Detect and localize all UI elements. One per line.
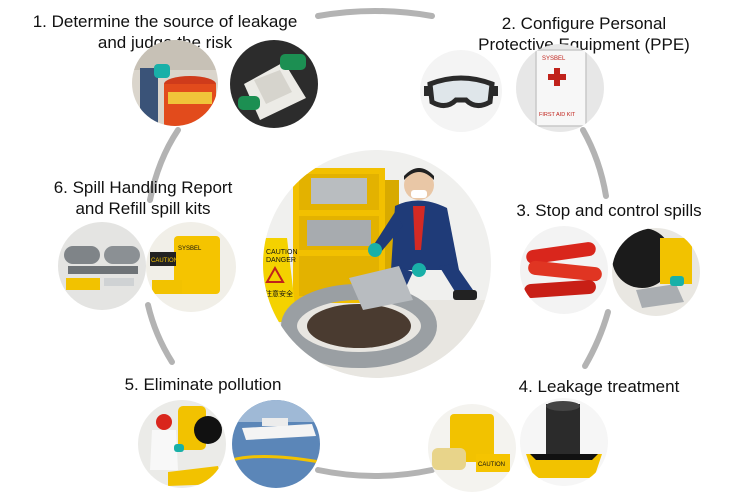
step-5-photo-ocean-ship [232, 400, 320, 488]
step-3-label: 3. Stop and control spills [498, 200, 720, 221]
step-4-photo-spill-pallet [520, 398, 608, 486]
danger-sign-cn-text: 注意安全 [265, 289, 293, 298]
step-5-photo-cleanup-worker [138, 400, 226, 488]
step-2-photo-goggles [420, 50, 502, 132]
ring-arc-right-lower [582, 309, 611, 369]
center-photo-spill-kit: CAUTION DANGER 注意安全 [263, 150, 491, 378]
step-2-title: 2. Configure Personal [501, 14, 667, 33]
ring-arc-bottom [315, 467, 435, 479]
step-3-title: 3. Stop and control spills [516, 201, 702, 220]
step-2-subtitle: Protective Equipment (PPE) [478, 35, 690, 54]
ring-arc-left-upper [147, 127, 181, 203]
step-4-title: 4. Leakage treatment [518, 377, 680, 396]
ring-arc-top [315, 8, 435, 19]
step-6-subtitle: and Refill spill kits [75, 199, 211, 218]
danger-sign-text: DANGER [266, 257, 296, 264]
step-2-photo-first-aid-kit: SYSBEL FIRST AID KIT [516, 44, 604, 132]
step-4-caution-text: CAUTION [478, 462, 505, 468]
absorbent-pad [349, 266, 413, 310]
step-6-photo-refill-kit: SYSBEL CAUTION [146, 222, 236, 312]
refill-kit-caution-text: CAUTION [151, 258, 178, 264]
step-2-label: 2. Configure Personal Protective Equipme… [468, 13, 700, 55]
step-6-title: 6. Spill Handling Report [53, 178, 233, 197]
step-3-photo-drum-spill [612, 228, 700, 316]
step-4-photo-spill-kit: CAUTION [428, 404, 516, 492]
step-3-photo-red-booms [520, 226, 608, 314]
ring-arc-left-lower [145, 302, 175, 365]
step-1-title: 1. Determine the source of leakage [32, 12, 298, 31]
caution-sign-text: CAUTION [266, 249, 298, 256]
first-aid-brand-text: SYSBEL [542, 56, 566, 62]
step-4-label: 4. Leakage treatment [502, 376, 696, 397]
refill-kit-brand-text: SYSBEL [178, 246, 202, 252]
step-5-title: 5. Eliminate pollution [124, 375, 282, 394]
step-6-photo-gray-socks [58, 222, 146, 310]
caution-sign [263, 238, 297, 322]
step-5-label: 5. Eliminate pollution [104, 374, 302, 395]
ring-arc-right-upper [580, 127, 609, 199]
first-aid-label-text: FIRST AID KIT [539, 112, 576, 118]
step-1-photo-pads [230, 40, 318, 128]
step-1-photo-bin [132, 40, 218, 126]
step-6-label: 6. Spill Handling Report and Refill spil… [28, 177, 258, 219]
